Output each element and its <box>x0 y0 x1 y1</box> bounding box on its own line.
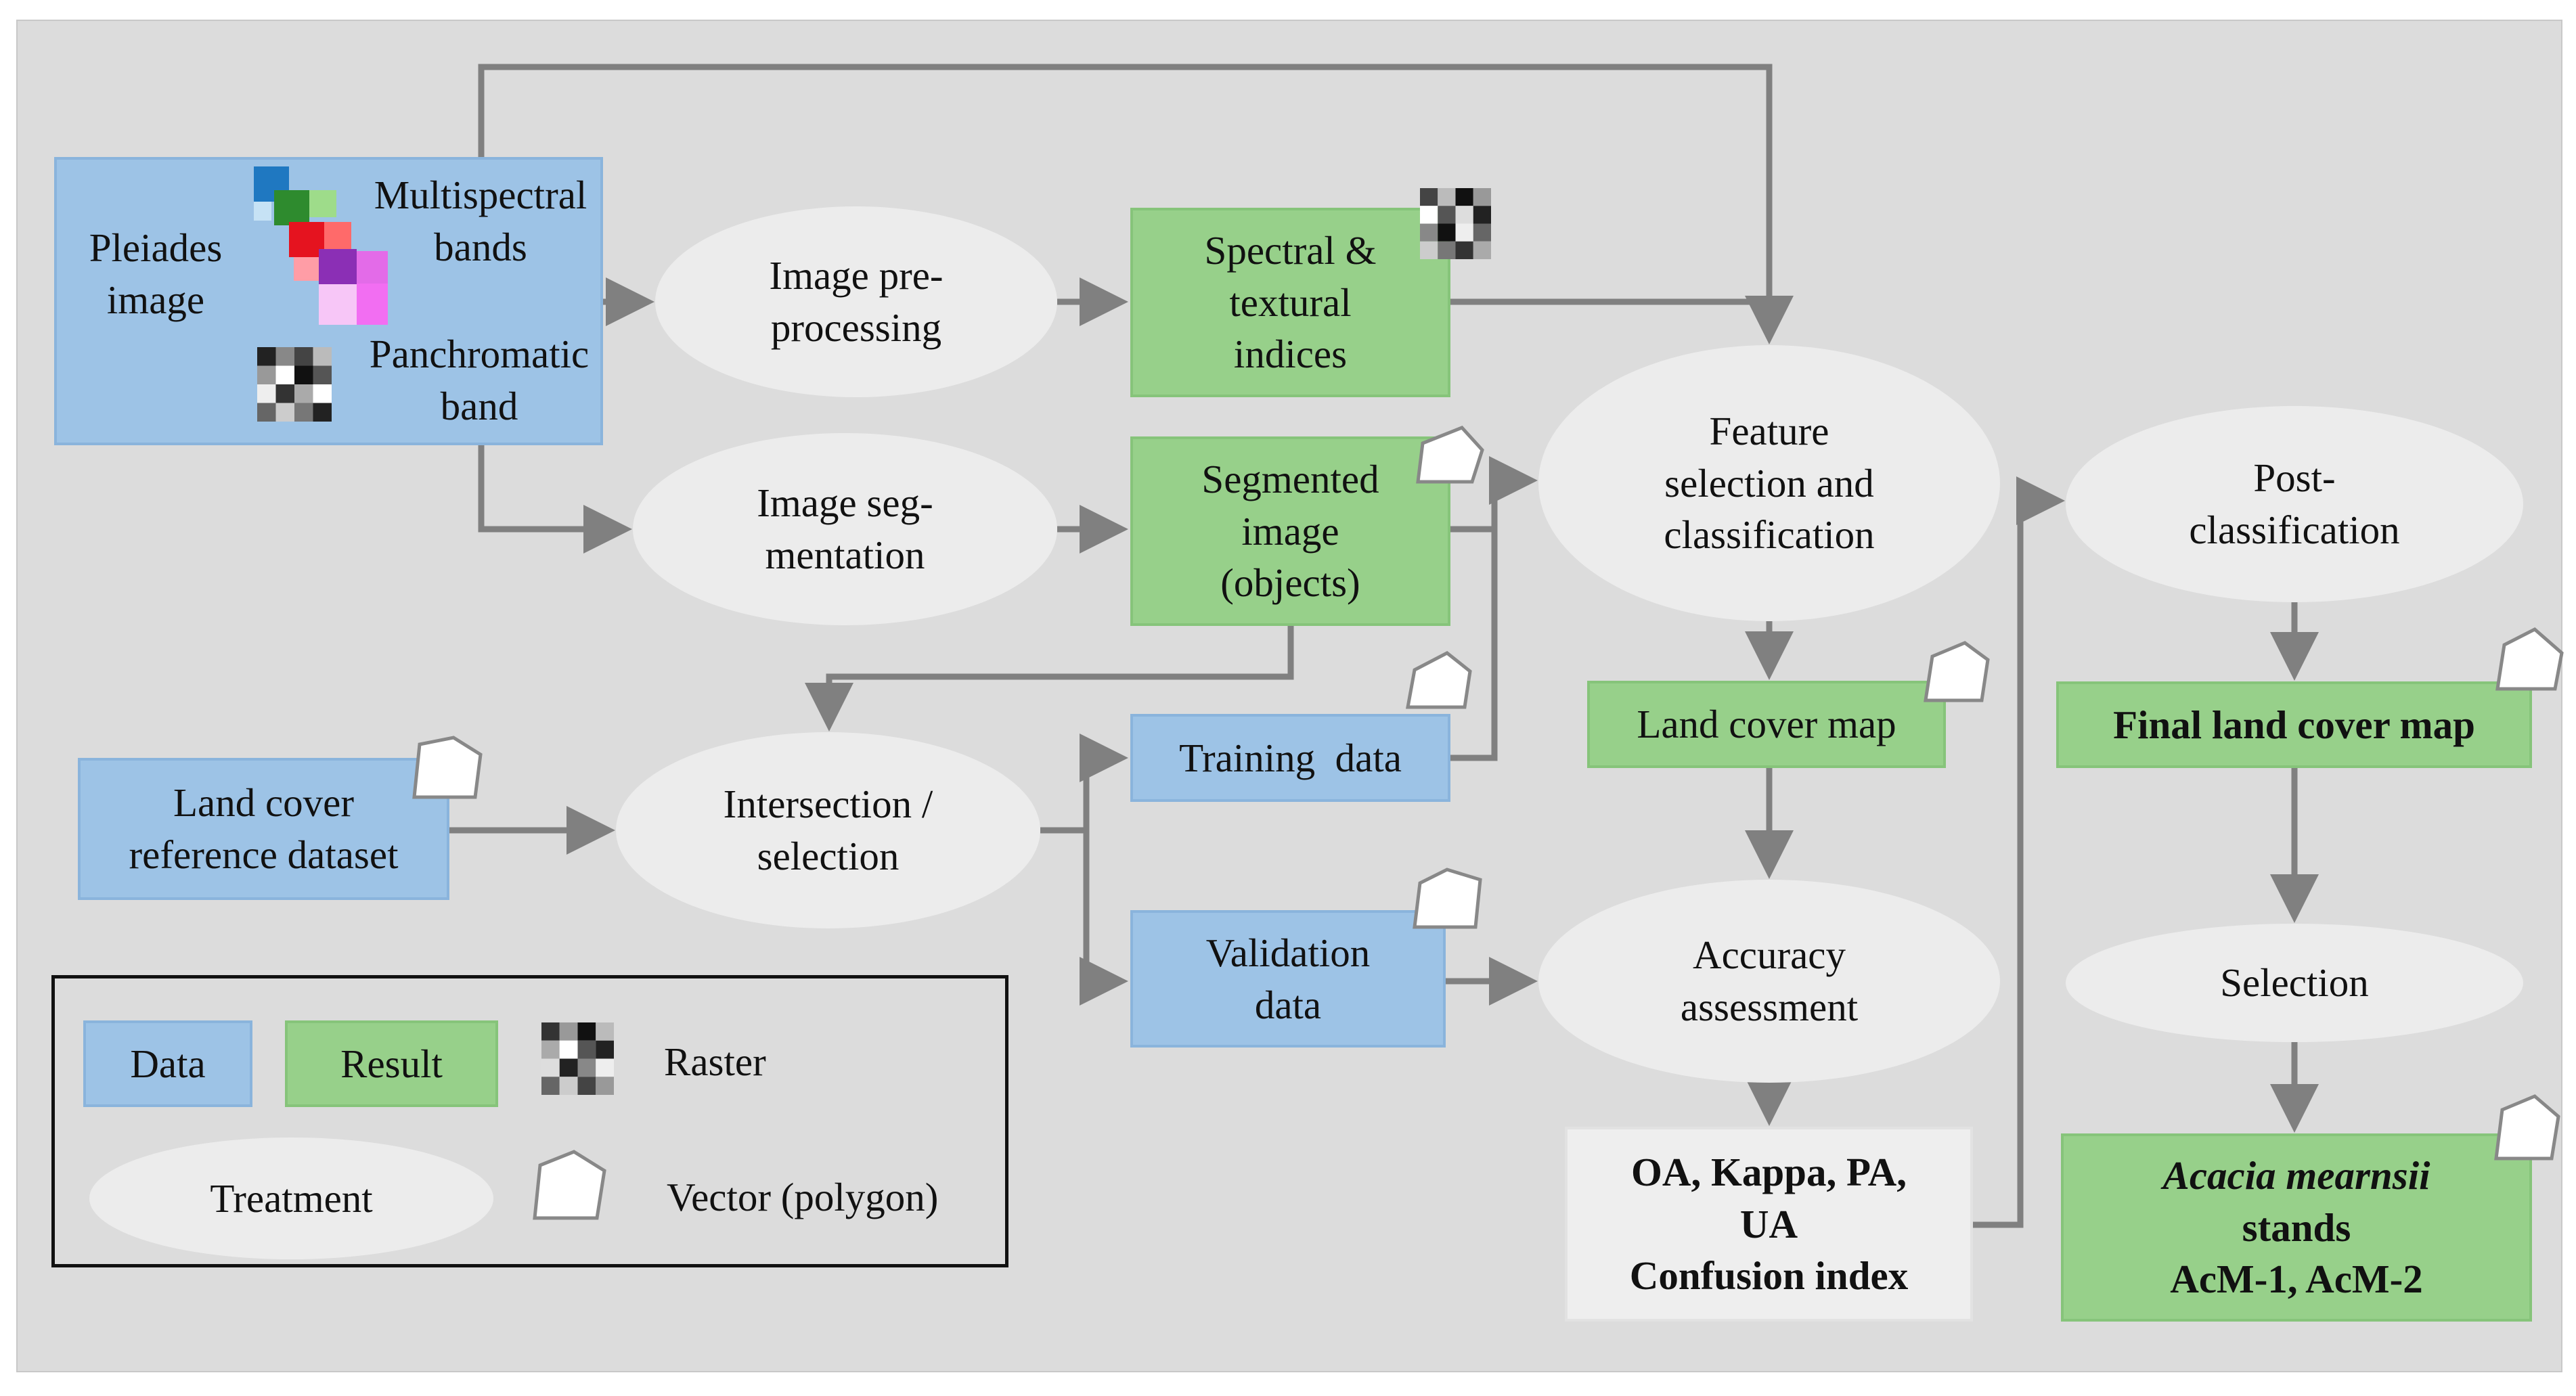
final-land-cover-map-box: Final land cover map <box>2056 681 2532 768</box>
vector-polygon-icon <box>1924 641 1990 702</box>
legend-box: Data Result Raster Treatment Vector (pol… <box>51 975 1008 1267</box>
image-preprocessing-node: Image pre-processing <box>655 206 1057 397</box>
vector-polygon-icon <box>412 736 483 799</box>
vector-polygon-icon <box>2494 1094 2560 1161</box>
legend-data-swatch: Data <box>83 1020 252 1107</box>
legend-treatment-oval: Treatment <box>89 1138 493 1259</box>
vector-polygon-icon <box>1413 868 1482 929</box>
selection-node: Selection <box>2066 924 2523 1042</box>
intersection-selection-node: Intersection /selection <box>616 732 1040 928</box>
legend-result-swatch: Result <box>285 1020 498 1107</box>
training-data-box: Training data <box>1130 714 1450 802</box>
legend-vector-label: Vector (polygon) <box>667 1175 939 1219</box>
pleiades-label: Pleiades image <box>89 225 223 322</box>
multispectral-bands-icon <box>254 166 388 325</box>
legend-raster-icon <box>541 1022 614 1095</box>
panchromatic-raster-icon <box>257 347 332 422</box>
vector-polygon-icon <box>1416 426 1484 484</box>
multispectral-label: Multispectral bands <box>374 173 587 269</box>
vector-polygon-icon <box>1406 651 1472 709</box>
image-segmentation-node: Image seg-mentation <box>633 433 1057 625</box>
legend-raster-label: Raster <box>664 1039 766 1084</box>
spectral-raster-icon <box>1420 188 1491 259</box>
vector-polygon-icon <box>2495 627 2564 691</box>
legend-vector-icon <box>533 1150 606 1220</box>
panchromatic-label: Panchromatic band <box>369 332 590 428</box>
post-classification-node: Post-classification <box>2066 406 2523 602</box>
land-cover-map-box: Land cover map <box>1587 681 1946 768</box>
